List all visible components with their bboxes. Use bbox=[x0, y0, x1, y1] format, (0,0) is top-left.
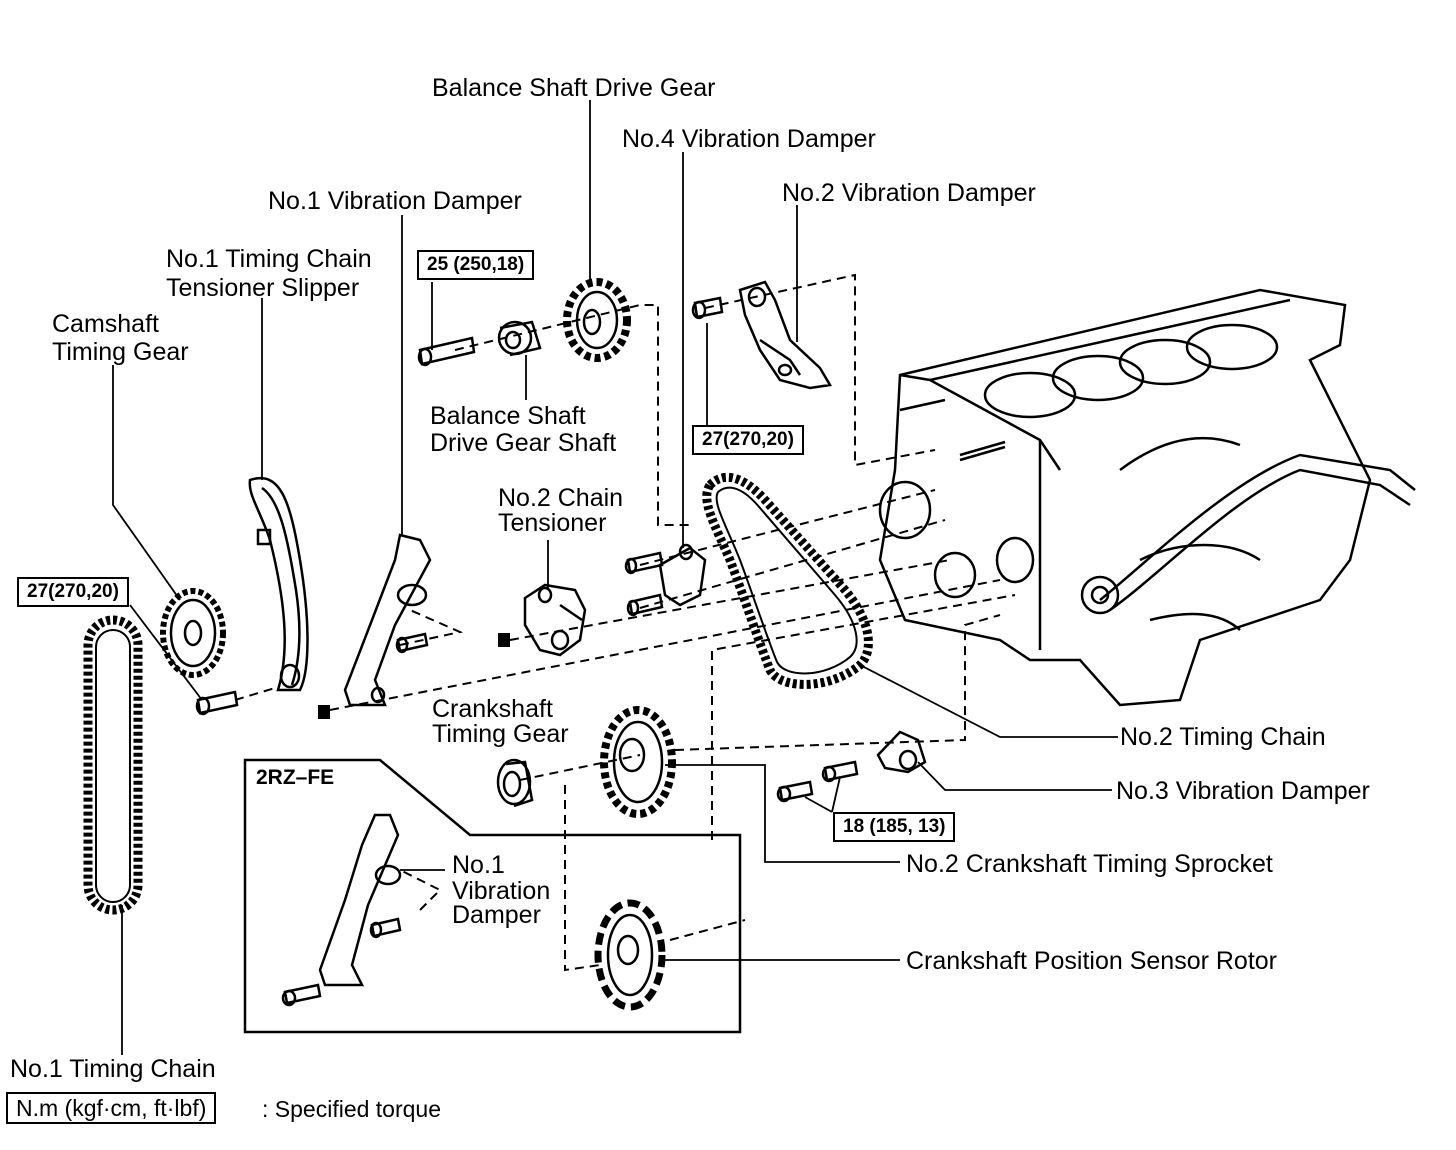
no3-vibration-damper bbox=[878, 732, 925, 772]
label-no2-crankshaft-timing-sprocket: No.2 Crankshaft Timing Sprocket bbox=[906, 850, 1273, 878]
no2-damper-bolt bbox=[693, 298, 722, 318]
no2-crankshaft-timing-sprocket bbox=[604, 710, 672, 814]
no4-damper-bolts bbox=[626, 553, 662, 615]
no1-timing-chain bbox=[88, 620, 138, 910]
label-no3-vibration-damper: No.3 Vibration Damper bbox=[1116, 777, 1370, 805]
no1-damper-bolt bbox=[397, 634, 427, 652]
no3-damper-bolts bbox=[778, 762, 857, 801]
legend-torque-box: N.m (kgf·cm, ft·lbf) bbox=[6, 1092, 217, 1124]
label-crankshaft-timing-gear-line2: Timing Gear bbox=[432, 720, 569, 748]
inset-label-no1-line2: Vibration bbox=[452, 877, 551, 905]
balance-shaft-drive-gear-shaft bbox=[499, 322, 540, 355]
assembly-lines bbox=[235, 275, 1015, 970]
label-camshaft-timing-gear-line1: Camshaft bbox=[52, 310, 159, 338]
label-no1-vibration-damper: No.1 Vibration Damper bbox=[268, 187, 522, 215]
no2-chain-tensioner bbox=[525, 585, 585, 655]
no2-vibration-damper bbox=[740, 282, 830, 388]
crankshaft-timing-gear bbox=[498, 760, 532, 806]
torque-camshaft-bolt: 27(270,20) bbox=[17, 577, 129, 607]
no1-tensioner-slipper bbox=[250, 478, 308, 690]
inset-variant-label: 2RZ–FE bbox=[256, 766, 335, 789]
label-no4-vibration-damper: No.4 Vibration Damper bbox=[622, 125, 876, 153]
label-balance-shaft-drive-gear-shaft-line2: Drive Gear Shaft bbox=[430, 429, 617, 457]
torque-no3-damper-bolt: 18 (185, 13) bbox=[833, 812, 956, 842]
label-no2-chain-tensioner-line2: Tensioner bbox=[498, 509, 607, 537]
label-no1-tensioner-slipper-line2: Tensioner Slipper bbox=[166, 274, 360, 302]
label-camshaft-timing-gear-line2: Timing Gear bbox=[52, 338, 189, 366]
torque-no2-damper-bolt: 27(270,20) bbox=[692, 425, 804, 455]
no4-vibration-damper bbox=[660, 545, 705, 605]
inset-label-no1-line3: Damper bbox=[452, 901, 541, 929]
balance-shaft-bolt bbox=[419, 338, 474, 365]
no1-vibration-damper bbox=[345, 535, 430, 705]
inset-label-no1-line1: No.1 bbox=[452, 851, 505, 879]
no2-timing-chain bbox=[707, 477, 869, 684]
legend-torque-text: : Specified torque bbox=[262, 1096, 442, 1122]
label-no1-timing-chain: No.1 Timing Chain bbox=[10, 1055, 216, 1083]
label-balance-shaft-drive-gear: Balance Shaft Drive Gear bbox=[432, 74, 716, 102]
engine-block bbox=[880, 290, 1415, 705]
label-no2-chain-tensioner-line1: No.2 Chain bbox=[498, 484, 624, 512]
no2-tensioner-nut bbox=[498, 633, 510, 647]
leader-lines bbox=[113, 100, 1118, 1055]
camshaft-bolt bbox=[197, 692, 237, 714]
inset-2rz-fe bbox=[245, 760, 740, 1032]
balance-shaft-drive-gear bbox=[567, 282, 627, 358]
no1-damper-nut bbox=[318, 705, 330, 719]
label-no2-timing-chain: No.2 Timing Chain bbox=[1120, 723, 1326, 751]
camshaft-timing-gear bbox=[163, 591, 223, 675]
torque-balance-bolt: 25 (250,18) bbox=[417, 250, 535, 280]
label-balance-shaft-drive-gear-shaft-line1: Balance Shaft bbox=[430, 402, 586, 430]
label-no2-vibration-damper: No.2 Vibration Damper bbox=[782, 179, 1036, 207]
label-no1-tensioner-slipper-line1: No.1 Timing Chain bbox=[166, 245, 372, 273]
label-crankshaft-timing-gear-line1: Crankshaft bbox=[432, 695, 553, 723]
label-crankshaft-position-sensor-rotor: Crankshaft Position Sensor Rotor bbox=[906, 947, 1278, 975]
